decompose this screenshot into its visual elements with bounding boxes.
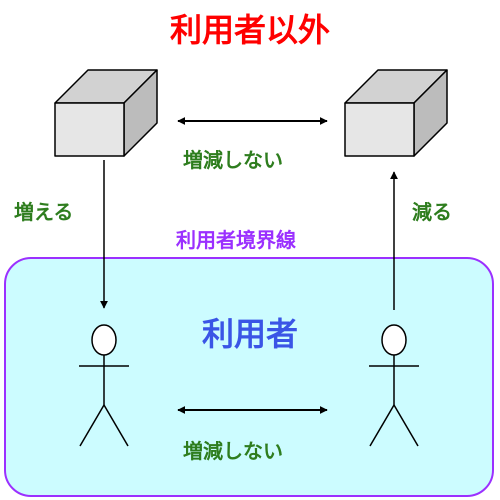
cube-left-front [54, 102, 125, 157]
no-change-bottom-label: 増減しない [183, 439, 283, 463]
cube-right [344, 69, 448, 157]
user-boundary-label: 利用者境界線 [176, 228, 296, 252]
decrease-label: 減る [412, 200, 452, 224]
user-figure-right-icon [369, 324, 419, 447]
user-boundary-region [4, 257, 494, 497]
cube-right-front [344, 102, 415, 157]
cube-left [54, 69, 158, 157]
outside-users-title: 利用者以外 [169, 11, 330, 49]
no-change-top-label: 増減しない [183, 148, 283, 172]
increase-label: 増える [14, 200, 74, 224]
users-label: 利用者 [201, 315, 298, 353]
user-figure-left-icon [79, 324, 129, 447]
